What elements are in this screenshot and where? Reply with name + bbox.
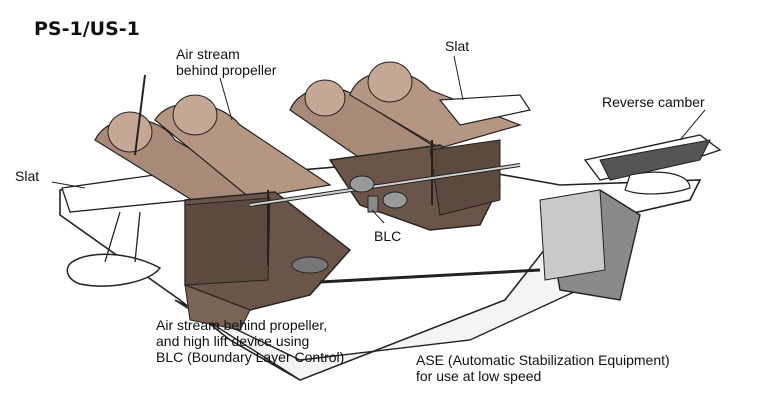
blc-unit [367,195,379,213]
label-airstream-blc-2: and high lift device using [156,333,310,349]
propeller-disc-4 [367,61,413,103]
label-blc: BLC [374,228,402,244]
label-airstream-blc-3: BLC (Boundary Layer Control) [156,349,345,365]
label-air-stream-2: behind propeller [176,62,277,78]
propeller-disc-3 [304,79,346,117]
leader-blc [371,209,385,224]
elevator-reverse-camber [599,139,711,181]
blc-duct-inner [249,164,521,206]
tail-fairing [624,171,691,195]
blc-compressor-2 [382,191,408,209]
label-reverse-camber: Reverse camber [602,94,705,110]
leader-slat-top [453,55,464,101]
ase-rod [319,268,541,284]
blc-compressor-1 [349,175,375,193]
wingtip-float [66,253,162,287]
label-air-stream-1: Air stream [176,46,240,62]
flap-right-front [429,139,501,216]
tail-fin-light [539,189,606,281]
leader-airstream [219,77,233,121]
flap-left-arrow [184,284,251,331]
label-ase-2: for use at low speed [416,368,542,384]
label-slat-left: Slat [15,168,40,184]
leader-reverse-camber [679,109,706,141]
blc-nozzle [291,256,329,274]
label-slat-top: Slat [445,38,470,54]
label-airstream-blc-1: Air stream behind propeller, [156,317,328,333]
propeller-disc-1 [107,111,153,153]
propeller-disc-2 [172,94,218,136]
page-title: PS-1/US-1 [34,18,140,40]
leader-slat-left [51,181,86,189]
flap-left-front [184,197,271,286]
label-ase-1: ASE (Automatic Stabilization Equipment) [416,352,670,368]
slat-top-shape [438,94,531,126]
